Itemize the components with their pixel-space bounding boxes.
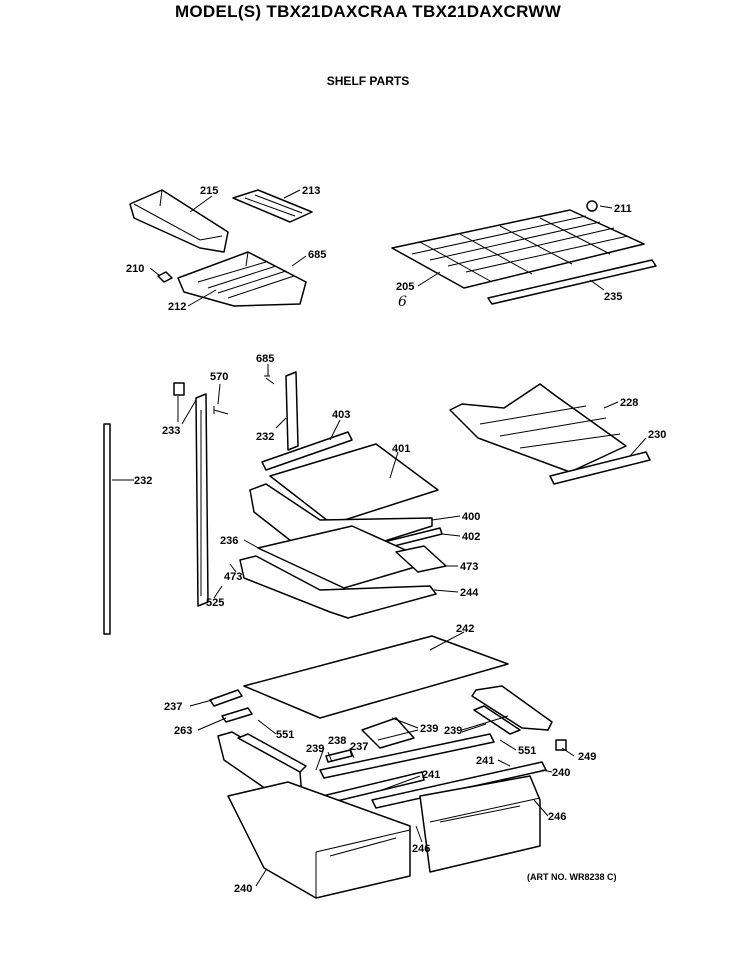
- part-228-wire-shelf: [449, 383, 627, 473]
- callout-205: 205: [396, 281, 414, 293]
- callout-232-left: 232: [134, 475, 152, 487]
- part-divider-bracket: [361, 717, 415, 749]
- part-210-clip: [157, 271, 173, 283]
- callout-213: 213: [302, 185, 320, 197]
- diagram-subtitle: SHELF PARTS: [326, 74, 410, 88]
- part-249-clip: [555, 739, 567, 751]
- part-232-rail-left: [103, 423, 111, 635]
- part-685-screw: [264, 375, 275, 385]
- callout-241-left: 241: [422, 769, 440, 781]
- part-232-upper-rail: [285, 371, 299, 451]
- part-240-left-pan: [227, 781, 411, 899]
- callout-238: 238: [328, 735, 346, 747]
- callout-233: 233: [162, 425, 180, 437]
- handwritten-mark: 6: [398, 294, 407, 310]
- callout-228: 228: [620, 397, 638, 409]
- part-237-left-rail: [209, 689, 243, 707]
- part-205-wire-shelf: [391, 209, 645, 289]
- part-263-slide: [221, 707, 253, 723]
- callout-240-right: 240: [552, 767, 570, 779]
- callout-239-right: 239: [444, 725, 462, 737]
- part-213-tray: [232, 189, 313, 223]
- part-237-front-rail: [319, 733, 495, 779]
- part-403-front-trim: [261, 431, 353, 471]
- part-242-glass-cover: [243, 635, 509, 719]
- leader-lines: [112, 189, 647, 887]
- callout-236: 236: [220, 535, 238, 547]
- part-244-shelf-frame: [239, 555, 437, 619]
- callout-237-center: 237: [350, 741, 368, 753]
- part-211-cap: [586, 200, 598, 212]
- callout-240-left: 240: [234, 883, 252, 895]
- callout-211: 211: [614, 203, 632, 215]
- part-400-shelf-frame: [249, 483, 433, 553]
- callout-246-center: 246: [412, 843, 430, 855]
- callout-400: 400: [462, 511, 480, 523]
- callout-551-left: 551: [276, 729, 294, 741]
- callout-244: 244: [460, 587, 479, 599]
- part-212-rack: [177, 251, 307, 307]
- callout-215-top: 215: [200, 185, 218, 197]
- callout-210: 210: [126, 263, 144, 275]
- callout-685-top: 685: [308, 249, 326, 261]
- part-235-trim-strip: [487, 259, 657, 305]
- diagram-title: MODEL(S) TBX21DAXCRAA TBX21DAXCRWW: [174, 2, 562, 21]
- callout-473-left: 473: [224, 571, 242, 583]
- part-ladder-rail: [195, 393, 209, 607]
- part-401-glass-shelf: [269, 443, 439, 525]
- part-241-right-front: [371, 761, 547, 809]
- part-233-cam: [173, 382, 185, 396]
- callout-212: 212: [168, 301, 186, 313]
- callout-401: 401: [392, 443, 410, 455]
- callout-235: 235: [604, 291, 622, 303]
- callout-237-left: 237: [164, 701, 182, 713]
- callout-473-right: 473: [460, 561, 478, 573]
- callout-263: 263: [174, 725, 192, 737]
- callout-232-upper: 232: [256, 431, 274, 443]
- part-570-screw: [213, 406, 229, 415]
- callout-241-right: 241: [476, 755, 494, 767]
- callout-labels: 215 213 685 210 212 211 205 235 685 570 …: [126, 185, 666, 895]
- callout-525: 525: [206, 597, 224, 609]
- callout-551-right: 551: [518, 745, 536, 757]
- callout-570: 570: [210, 371, 228, 383]
- callout-249: 249: [578, 751, 596, 763]
- part-240-right-pan: [419, 775, 541, 873]
- callout-239-center: 239: [420, 723, 438, 735]
- callout-685-mid: 685: [256, 353, 274, 365]
- callout-239-left: 239: [306, 743, 324, 755]
- part-238-clip: [325, 749, 353, 763]
- part-right-rails: [471, 685, 553, 735]
- callout-246-right: 246: [548, 811, 566, 823]
- part-215-bin: [129, 189, 229, 253]
- callout-242: 242: [456, 623, 474, 635]
- callout-403: 403: [332, 409, 350, 421]
- art-number: (ART NO. WR8238 C): [527, 872, 617, 882]
- callout-230: 230: [648, 429, 666, 441]
- callout-402: 402: [462, 531, 480, 543]
- part-230-trim-strip: [549, 451, 651, 485]
